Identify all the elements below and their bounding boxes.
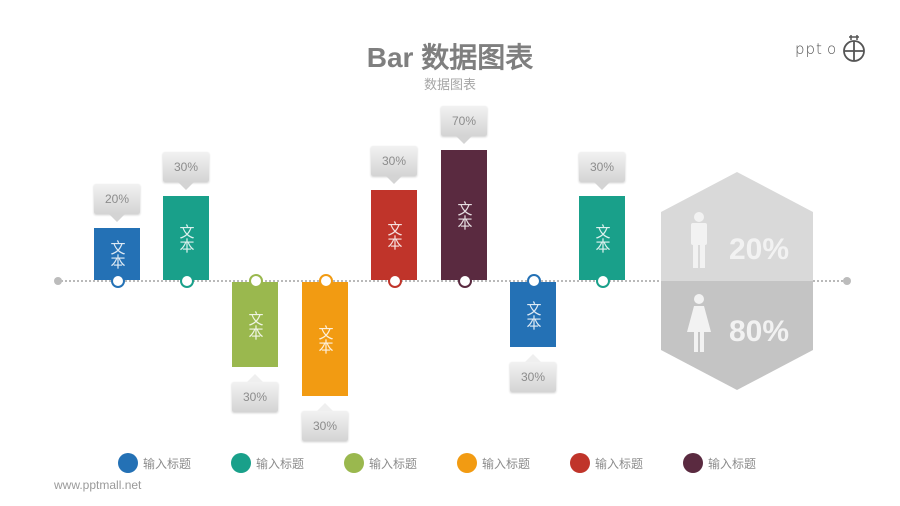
axis-start-dot bbox=[54, 277, 62, 285]
male-percent: 20% bbox=[729, 233, 790, 266]
legend-swatch-icon bbox=[683, 453, 703, 473]
zero-axis bbox=[58, 280, 847, 282]
bar-text: 文本 bbox=[177, 224, 195, 252]
axis-end-dot bbox=[843, 277, 851, 285]
value-callout: 30% bbox=[232, 374, 278, 412]
value-callout: 70% bbox=[441, 106, 487, 144]
logo-text: ppt bbox=[795, 40, 823, 58]
bar-text: 文本 bbox=[385, 221, 403, 249]
bar-anchor-ring bbox=[596, 274, 610, 288]
value-callout: 30% bbox=[510, 354, 556, 392]
legend-label: 输入标题 bbox=[143, 456, 192, 471]
legend-label: 输入标题 bbox=[595, 456, 644, 471]
female-icon bbox=[687, 294, 711, 352]
bar-text: 文本 bbox=[316, 325, 334, 353]
bar-8: 文本 bbox=[579, 196, 625, 280]
bar-text: 文本 bbox=[455, 201, 473, 229]
value-callout: 30% bbox=[302, 403, 348, 441]
legend: 输入标题 输入标题 输入标题 输入标题 输入标题 输入标题 bbox=[118, 453, 796, 473]
legend-item: 输入标题 bbox=[344, 453, 457, 473]
page-title: Bar 数据图表 bbox=[366, 42, 534, 73]
bar-5: 文本 bbox=[371, 190, 417, 280]
value-callout: 20% bbox=[94, 184, 140, 222]
page-subtitle: 数据图表 bbox=[423, 77, 476, 92]
logo-o: o bbox=[826, 40, 838, 58]
value-callout: 30% bbox=[163, 152, 209, 190]
bar-anchor-ring bbox=[527, 274, 541, 288]
value-callout: 30% bbox=[579, 152, 625, 190]
value-callout: 30% bbox=[371, 146, 417, 184]
legend-swatch-icon bbox=[344, 453, 364, 473]
bar-anchor-ring bbox=[319, 274, 333, 288]
legend-label: 输入标题 bbox=[482, 456, 531, 471]
legend-item: 输入标题 bbox=[231, 453, 344, 473]
bar-anchor-ring bbox=[388, 274, 402, 288]
bar-7: 文本 bbox=[510, 282, 556, 347]
bar-text: 文本 bbox=[108, 240, 126, 268]
legend-label: 输入标题 bbox=[256, 456, 305, 471]
legend-swatch-icon bbox=[457, 453, 477, 473]
bar-anchor-ring bbox=[111, 274, 125, 288]
bar-text: 文本 bbox=[593, 224, 611, 252]
legend-item: 输入标题 bbox=[683, 453, 796, 473]
bar-anchor-ring bbox=[249, 274, 263, 288]
gender-hexagon bbox=[661, 172, 813, 390]
bar-text: 文本 bbox=[524, 300, 542, 329]
female-percent: 80% bbox=[729, 315, 790, 348]
legend-item: 输入标题 bbox=[118, 453, 231, 473]
bar-anchor-ring bbox=[180, 274, 194, 288]
legend-swatch-icon bbox=[570, 453, 590, 473]
legend-swatch-icon bbox=[231, 453, 251, 473]
bar-6: 文本 bbox=[441, 150, 487, 280]
bar-text: 文本 bbox=[246, 310, 264, 339]
bar-4: 文本 bbox=[302, 282, 348, 396]
bar-3: 文本 bbox=[232, 282, 278, 367]
male-icon bbox=[691, 212, 707, 268]
logo: ppt o bbox=[795, 34, 867, 64]
legend-swatch-icon bbox=[118, 453, 138, 473]
legend-label: 输入标题 bbox=[369, 456, 418, 471]
legend-item: 输入标题 bbox=[570, 453, 683, 473]
bar-1: 文本 bbox=[94, 228, 140, 280]
legend-label: 输入标题 bbox=[708, 456, 757, 471]
bar-anchor-ring bbox=[458, 274, 472, 288]
footer-url: www.pptmall.net bbox=[54, 478, 142, 492]
logo-mark-icon bbox=[843, 35, 866, 62]
legend-item: 输入标题 bbox=[457, 453, 570, 473]
bar-2: 文本 bbox=[163, 196, 209, 280]
